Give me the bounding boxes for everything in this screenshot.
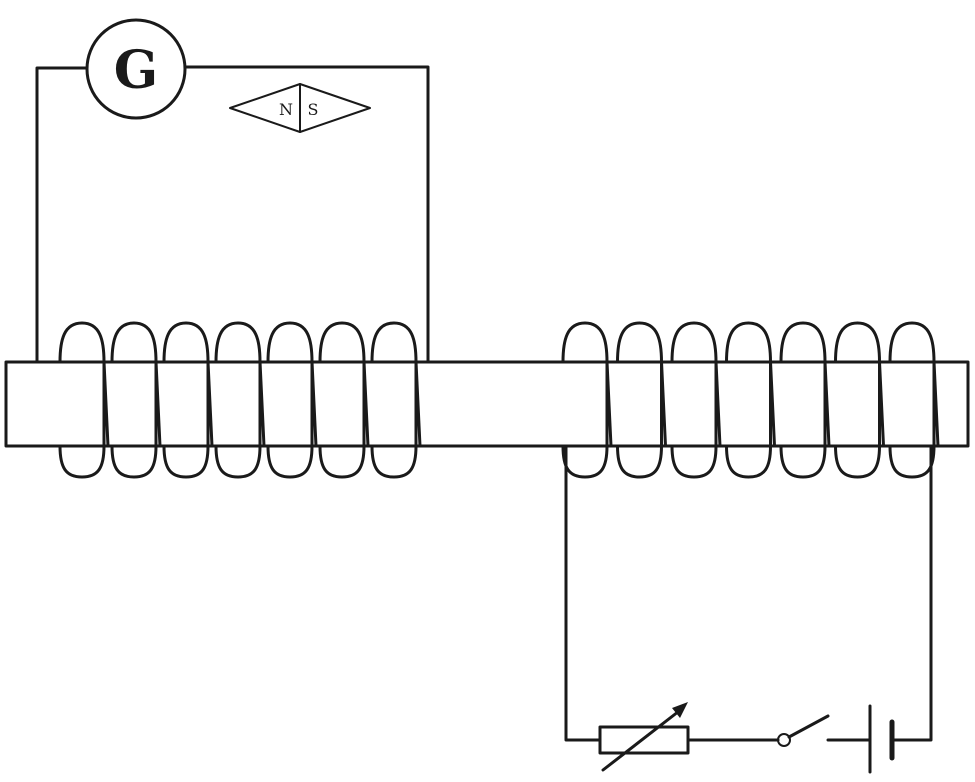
left-coil-turn-front [258,360,266,448]
right-coil-turn [561,321,609,479]
right-coil-turn [779,321,827,479]
compass-magnet: N S [229,83,371,133]
right-coil-turn [725,321,772,479]
left-coil-turn-front [362,360,370,448]
left-coil-turn [266,321,314,479]
rheostat-body [598,725,690,755]
left-coil-turn-front [154,360,162,448]
rheostat [598,702,690,772]
right-coil-turn-front [823,360,831,448]
rheostat-arrow-shaft [601,706,685,772]
magnet-north-label: N [279,100,293,119]
galvanometer-circle [85,18,187,120]
right-coil-turn-front [605,360,613,448]
switch-lever [787,714,830,739]
rheostat-arrow-head [672,702,688,718]
magnet-south-label: S [308,100,319,119]
battery-circuit-wires [564,444,933,742]
left-coil-turn [318,321,366,479]
magnet-outline [229,83,371,133]
battery-circuit-right-wire [890,444,933,742]
galvanometer: G [85,18,187,120]
left-coil-turn [110,321,158,479]
left-coil-turn [214,321,262,479]
right-coil-turn-front [660,360,667,448]
iron-core [4,360,970,448]
right-coil-turn [888,321,936,479]
battery-circuit-left-wire [564,444,602,742]
right-coil-turn [834,321,881,479]
switch-pivot [777,733,791,747]
right-coil-turn-front [932,360,940,448]
galvanometer-left-wire [35,66,88,364]
left-coil-turn [162,321,210,479]
galvanometer-label: G [114,40,158,101]
right-coil-turn-front [878,360,885,448]
left-coil-turn [370,321,418,479]
battery [868,704,895,774]
right-coil-turn [670,321,718,479]
right-coil-turn-front [714,360,722,448]
left-coil-turn-front [102,360,110,448]
switch [777,714,830,747]
left-coil [58,321,422,479]
galvanometer-circuit-wires [35,65,430,364]
right-coil-turn-front [769,360,776,448]
right-coil-turn [616,321,663,479]
left-coil-turn-front [310,360,318,448]
left-coil-turn-front [414,360,422,448]
left-coil-turn-front [206,360,214,448]
galvanometer-right-wire [184,65,430,364]
left-coil-turn [58,321,106,479]
right-coil [561,321,940,479]
